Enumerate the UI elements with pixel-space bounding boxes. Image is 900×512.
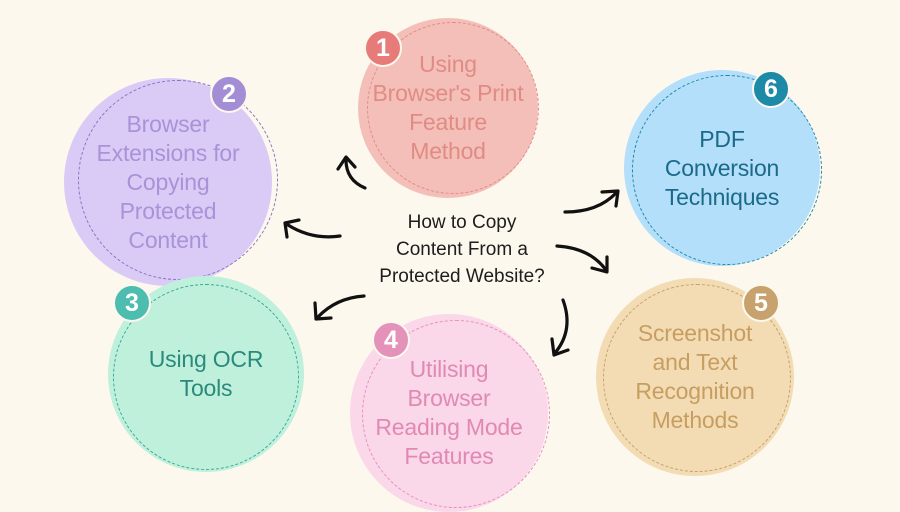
- step-1-number-badge: 1: [364, 29, 402, 67]
- arrow-to-step-1: [336, 155, 367, 190]
- center-title: How to Copy Content From a Protected Web…: [342, 209, 582, 290]
- step-5-label: Screenshot and Text Recognition Methods: [635, 319, 754, 435]
- step-6-number-badge: 6: [752, 70, 790, 108]
- step-4-label: Utilising Browser Reading Mode Features: [375, 355, 522, 471]
- step-2-circle: Browser Extensions for Copying Protected…: [64, 78, 278, 286]
- step-6-label-line: Techniques: [664, 183, 780, 210]
- step-2-label-line: Protected: [119, 197, 217, 224]
- step-6-label-line: Conversion: [664, 154, 780, 181]
- arrow-to-step-4: [550, 298, 570, 357]
- step-1-circle: Using Browser's Print Feature Method: [358, 18, 539, 198]
- step-3-label: Using OCR Tools: [149, 345, 264, 403]
- step-2-label-line: Copying: [126, 168, 210, 195]
- step-6-label-line: PDF: [699, 125, 745, 152]
- step-5-number-badge: 5: [742, 284, 780, 322]
- step-2-number-badge: 2: [210, 75, 248, 113]
- step-6-circle: PDF Conversion Techniques: [624, 70, 822, 266]
- step-1-label: Using Browser's Print Feature Method: [373, 50, 524, 166]
- step-3-label-line: Tools: [179, 375, 233, 401]
- step-1-label-line: Feature: [409, 109, 487, 135]
- step-5-label-line: Screenshot: [637, 320, 753, 346]
- step-5-label-line: Methods: [651, 407, 739, 433]
- step-4-number-badge: 4: [372, 321, 410, 359]
- step-5-label-line: and Text: [652, 349, 738, 375]
- step-5-label-line: Recognition: [635, 378, 755, 404]
- step-4-label-line: Browser: [407, 385, 491, 411]
- center-title-line: How to Copy: [407, 212, 517, 233]
- arrow-to-step-2: [283, 218, 342, 239]
- center-title-line: Content From a: [396, 239, 528, 260]
- step-2-label-line: Browser: [126, 110, 210, 137]
- step-2-label-line: Extensions for: [96, 139, 240, 166]
- arrow-to-step-6: [563, 189, 620, 214]
- step-1-label-line: Using: [419, 51, 477, 77]
- step-2-label: Browser Extensions for Copying Protected…: [97, 110, 240, 255]
- step-4-label-line: Reading Mode: [375, 414, 523, 440]
- arrow-to-step-5: [555, 244, 609, 274]
- step-6-label: PDF Conversion Techniques: [664, 125, 780, 212]
- arrow-to-step-3: [313, 294, 366, 321]
- step-1-label-line: Browser's Print: [372, 80, 524, 106]
- step-4-label-line: Features: [404, 443, 494, 469]
- step-1-label-line: Method: [410, 138, 486, 164]
- step-3-number-badge: 3: [113, 284, 151, 322]
- step-2-label-line: Content: [128, 226, 208, 253]
- center-title-line: Protected Website?: [379, 266, 545, 287]
- step-3-label-line: Using OCR: [148, 346, 264, 372]
- step-4-label-line: Utilising: [409, 356, 489, 382]
